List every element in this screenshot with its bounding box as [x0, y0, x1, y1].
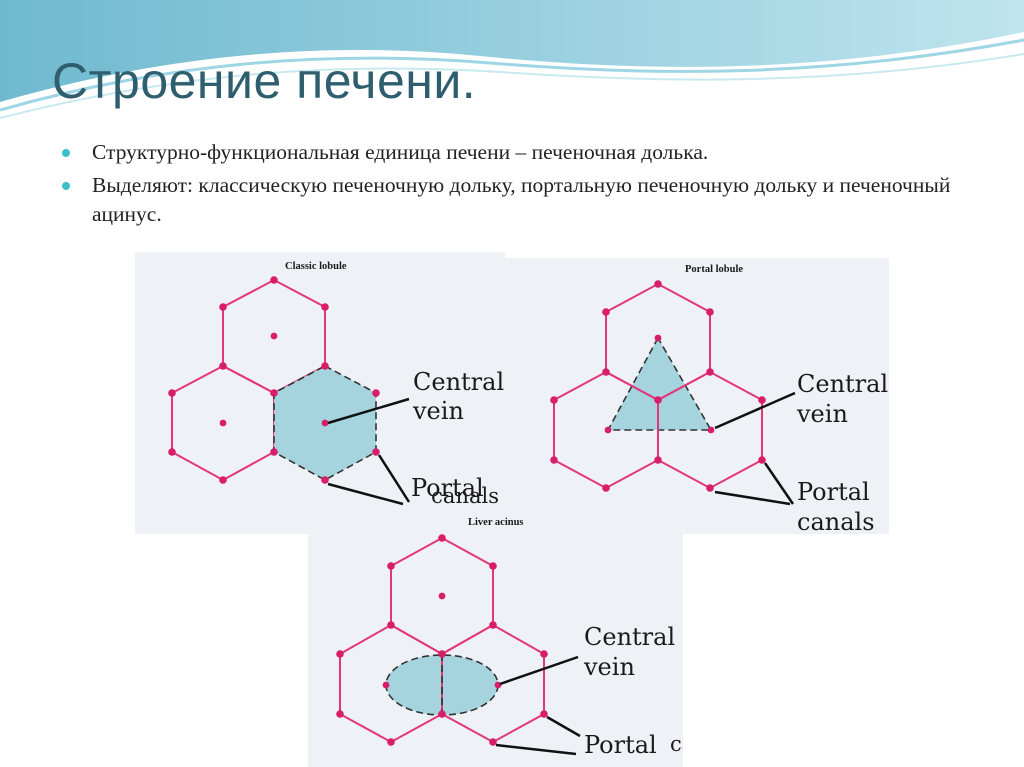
central-label: Central — [797, 370, 888, 398]
diagram-caption: Classic lobule — [285, 261, 347, 272]
vein-label: vein — [583, 653, 635, 681]
vein-label: vein — [796, 400, 848, 428]
central-label: Central — [584, 623, 675, 651]
slide-title: Строение печени. — [52, 52, 476, 110]
bullet-item: Структурно-функциональная единица печени… — [62, 138, 962, 167]
canals-label: canals — [797, 508, 875, 534]
bullet-item: Выделяют: классическую печеночную дольку… — [62, 171, 962, 229]
portal-lobule-highlight — [608, 338, 711, 430]
pointer-lines — [715, 393, 795, 504]
liver-acinus-diagram: Liver acinus Central vein Portal canals — [308, 514, 683, 767]
portal-label: Portal — [584, 731, 657, 759]
diagram-caption: Liver acinus — [468, 517, 524, 528]
hex-nodes — [336, 534, 548, 746]
classic-lobule-diagram: Classic lobule Central vein Portal canal… — [135, 252, 505, 534]
portal-label: Portal — [797, 478, 870, 506]
vein-label: vein — [412, 397, 464, 425]
diagram-caption: Portal lobule — [685, 264, 743, 275]
bullet-list: Структурно-функциональная единица печени… — [62, 138, 962, 233]
bullet-text: Выделяют: классическую печеночную дольку… — [92, 173, 950, 226]
canals-label: canals — [670, 732, 683, 756]
portal-lobule-diagram: Portal lobule Central vein Portal canals — [505, 258, 889, 534]
central-label: Central — [413, 368, 504, 396]
canals-label: canals — [431, 484, 499, 508]
bullet-dot-icon — [62, 182, 70, 190]
pointer-lines — [496, 657, 580, 754]
bullet-text: Структурно-функциональная единица печени… — [92, 140, 708, 164]
bullet-dot-icon — [62, 149, 70, 157]
